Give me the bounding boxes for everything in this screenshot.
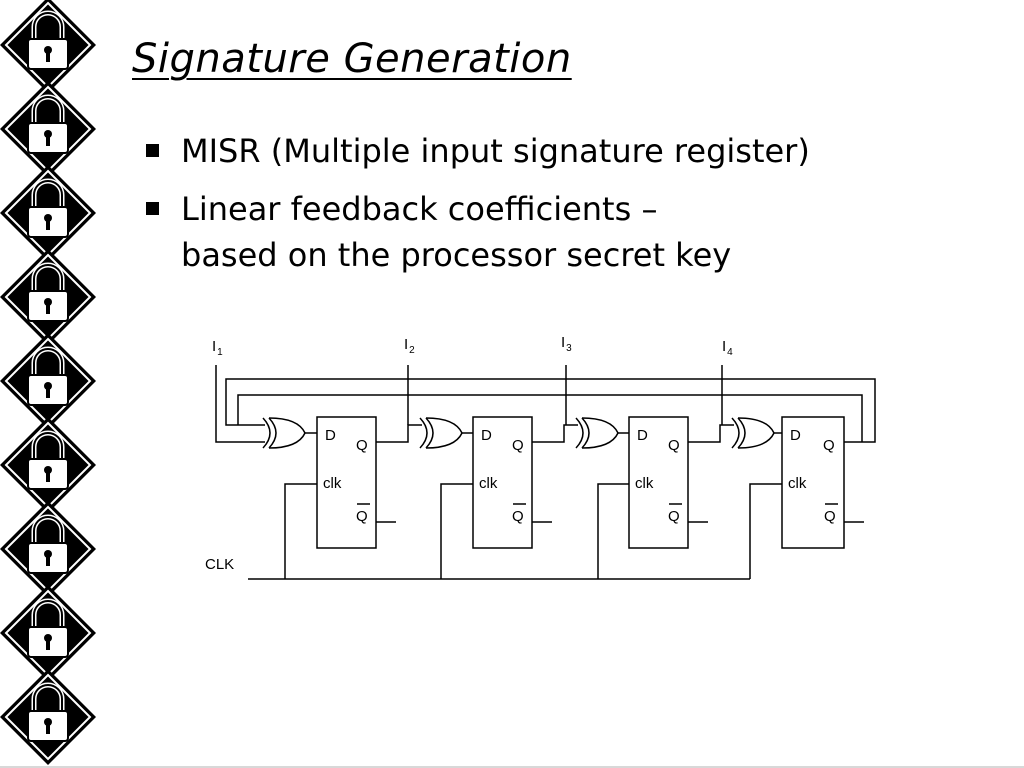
bullet-text-continuation: based on the processor secret key: [181, 236, 732, 274]
padlock-icon: [0, 0, 96, 93]
ff-clk-label: clk: [635, 475, 654, 492]
ff-q-label: Q: [668, 437, 680, 454]
padlock-icon: [0, 417, 96, 513]
padlock-icon: [0, 81, 96, 177]
d-flip-flop: [781, 416, 845, 549]
ff-d-label: D: [325, 427, 336, 444]
square-bullet-icon: [146, 202, 159, 215]
padlock-icon: [0, 669, 96, 765]
padlock-strip: [0, 0, 110, 768]
ff-qbar-label: Q: [824, 508, 836, 525]
input-label: I1: [212, 338, 223, 358]
ff-qbar-label: Q: [512, 508, 524, 525]
padlock-icon: [0, 249, 96, 345]
padlock-icon: [0, 165, 96, 261]
square-bullet-icon: [146, 144, 159, 157]
ff-clk-label: clk: [479, 475, 498, 492]
ff-qbar-label: Q: [668, 508, 680, 525]
misr-circuit-diagram: I1 I2 I3 I4 D Q clk Q D Q clk Q D Q clk …: [205, 334, 876, 580]
xor-gate: [575, 417, 619, 449]
input-label: I2: [404, 336, 415, 356]
input-label: I3: [561, 334, 572, 354]
ff-q-label: Q: [823, 437, 835, 454]
d-flip-flop: [472, 416, 533, 549]
ff-q-label: Q: [356, 437, 368, 454]
bullet-text: Linear feedback coefficients –: [181, 190, 658, 228]
footer-rule: [0, 766, 1024, 768]
padlock-icon: [0, 585, 96, 681]
padlock-icon: [0, 501, 96, 597]
ff-d-label: D: [637, 427, 648, 444]
ff-clk-label: clk: [323, 475, 342, 492]
ff-q-label: Q: [512, 437, 524, 454]
ff-d-label: D: [481, 427, 492, 444]
ff-qbar-label: Q: [356, 508, 368, 525]
input-label: I4: [722, 338, 733, 358]
xor-gate: [731, 417, 775, 449]
xor-gate: [262, 417, 306, 449]
clock-label: CLK: [205, 556, 234, 573]
d-flip-flop: [316, 416, 377, 549]
ff-d-label: D: [790, 427, 801, 444]
ff-clk-label: clk: [788, 475, 807, 492]
d-flip-flop: [628, 416, 689, 549]
xor-gate: [419, 417, 463, 449]
padlock-icon: [0, 333, 96, 429]
slide-title: Signature Generation: [132, 36, 572, 82]
bullet-text: MISR (Multiple input signature register): [181, 132, 810, 170]
